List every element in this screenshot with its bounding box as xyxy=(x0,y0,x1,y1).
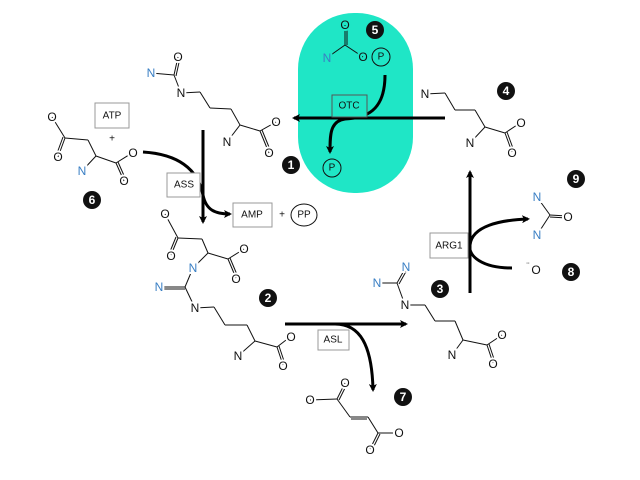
atom-label: N xyxy=(533,190,542,204)
phosphate-group: P xyxy=(371,47,391,67)
molecule-citrulline: N O N N O O xyxy=(145,48,283,162)
atom-label: O xyxy=(47,110,56,124)
atom-label: O xyxy=(305,393,314,407)
atom-label: O xyxy=(166,249,175,263)
atom-label: O xyxy=(239,242,248,256)
atom-label: N xyxy=(189,261,198,275)
atom-label: N xyxy=(223,135,232,149)
badge-number: 5 xyxy=(372,23,379,37)
molecule-fumarate: O O O O xyxy=(303,374,405,459)
molecule-water: O ¨ xyxy=(525,259,543,279)
molecule-aspartate: O O N O O xyxy=(45,108,139,190)
atom-label: O xyxy=(160,207,169,221)
pyrophosphate-label: PP xyxy=(290,203,318,227)
atom-label: N xyxy=(448,348,457,362)
enzyme-arg1: ARG1 xyxy=(429,232,469,259)
atom-label: O xyxy=(128,146,137,160)
atom-label: O xyxy=(516,116,525,130)
atom-label: N xyxy=(402,260,411,274)
atom-label: N xyxy=(155,280,164,294)
atom-label: N xyxy=(401,298,410,312)
badge-number: 1 xyxy=(288,158,295,172)
atom-label: O xyxy=(286,330,295,344)
atom-label: N xyxy=(533,228,542,242)
amp-text: AMP xyxy=(241,210,263,221)
molecule-urea: N O N xyxy=(531,188,575,244)
enzyme-asl: ASL xyxy=(317,329,350,351)
urea-release-arrow xyxy=(468,215,530,270)
badge-number: 6 xyxy=(89,193,96,207)
atom-label: N xyxy=(323,51,332,65)
badge-7: 7 xyxy=(394,388,412,406)
molecule-carbamoyl-phosphate: O N O P xyxy=(321,16,391,67)
badge-4: 4 xyxy=(497,82,515,100)
amp-label: AMP xyxy=(232,202,273,228)
arg1-text: ARG1 xyxy=(435,241,463,252)
aspartate-atp-arrow xyxy=(142,150,232,218)
badge-8: 8 xyxy=(562,263,580,281)
badge-2: 2 xyxy=(259,289,277,307)
badge-number: 4 xyxy=(503,84,510,98)
atom-label: O xyxy=(497,328,506,342)
atom-label: O xyxy=(507,146,516,160)
enzyme-ass: ASS xyxy=(166,172,201,198)
atom-label: N xyxy=(177,86,186,100)
atom-label: O xyxy=(264,146,273,160)
atom-label: O xyxy=(173,50,182,64)
asl-text: ASL xyxy=(324,335,343,346)
otc-text: OTC xyxy=(338,101,359,112)
atom-label: N xyxy=(147,66,156,80)
badge-number: 7 xyxy=(400,390,407,404)
badge-5: 5 xyxy=(366,21,384,39)
atom-label: N xyxy=(466,136,475,150)
atom-label: N xyxy=(191,301,200,315)
phosphate-release-arrow xyxy=(326,74,387,154)
atom-label: O xyxy=(488,357,497,371)
molecule-argininosuccinate: O O N O O N N N O O xyxy=(153,205,298,375)
atom-label: O xyxy=(119,174,128,188)
ass-text: ASS xyxy=(174,180,194,191)
badge-number: 8 xyxy=(568,265,575,279)
atom-label: O xyxy=(231,272,240,286)
badge-6: 6 xyxy=(83,191,101,209)
plus-sign: + xyxy=(279,210,285,221)
atom-label: N xyxy=(78,164,87,178)
molecule-ornithine: N N O O xyxy=(419,85,528,162)
phosphate-text: P xyxy=(378,52,385,63)
atom-label: O xyxy=(358,50,367,64)
atom-label: N xyxy=(373,276,382,290)
enzyme-otc: OTC xyxy=(331,94,368,118)
atom-label: O xyxy=(563,210,572,224)
atom-label: O xyxy=(365,443,374,457)
atom-label: O xyxy=(271,115,280,129)
atom-label: N xyxy=(421,87,430,101)
badge-number: 2 xyxy=(265,291,272,305)
badge-number: 9 xyxy=(573,172,580,186)
phosphate-released: P xyxy=(322,158,342,178)
badge-3: 3 xyxy=(431,280,449,298)
fumarate-release-arrow xyxy=(334,322,377,392)
atp-text: ATP xyxy=(103,111,122,122)
atom-label: O xyxy=(394,426,403,440)
molecule-arginine: N N N N O O xyxy=(371,258,509,373)
atom-label: N xyxy=(234,349,243,363)
lone-pair-dots: ¨ xyxy=(527,261,530,271)
badge-1: 1 xyxy=(282,156,300,174)
atom-label: O xyxy=(278,359,287,373)
plus-sign: + xyxy=(109,134,115,145)
atom-label: O xyxy=(340,376,349,390)
phosphate-text: P xyxy=(329,163,336,174)
badge-9: 9 xyxy=(567,170,585,188)
pp-text: PP xyxy=(297,210,311,221)
atom-label: O xyxy=(531,263,540,277)
atom-label: O xyxy=(53,150,62,164)
atp-label: ATP xyxy=(94,102,130,129)
atom-label: O xyxy=(340,18,349,32)
badge-number: 3 xyxy=(437,282,444,296)
